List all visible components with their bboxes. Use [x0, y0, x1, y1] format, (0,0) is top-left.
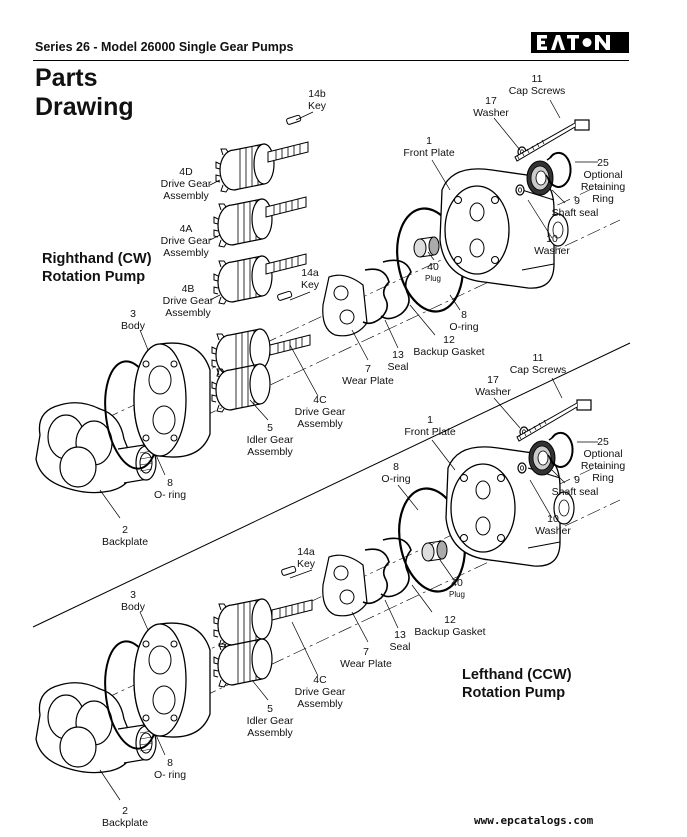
section-divider-line: [32, 342, 631, 628]
series-title: Series 26 - Model 26000 Single Gear Pump…: [35, 40, 294, 54]
righthand-assembly: [35, 99, 621, 519]
page-title: Parts Drawing: [35, 64, 134, 121]
header-rule: [33, 60, 629, 61]
righthand-section-title: Righthand (CW) Rotation Pump: [42, 251, 152, 285]
eaton-logo: [531, 32, 629, 53]
footer-url: www.epcatalogs.com: [474, 814, 594, 827]
lefthand-section-title: Lefthand (CCW) Rotation Pump: [462, 667, 572, 701]
lefthand-assembly: [35, 377, 621, 801]
